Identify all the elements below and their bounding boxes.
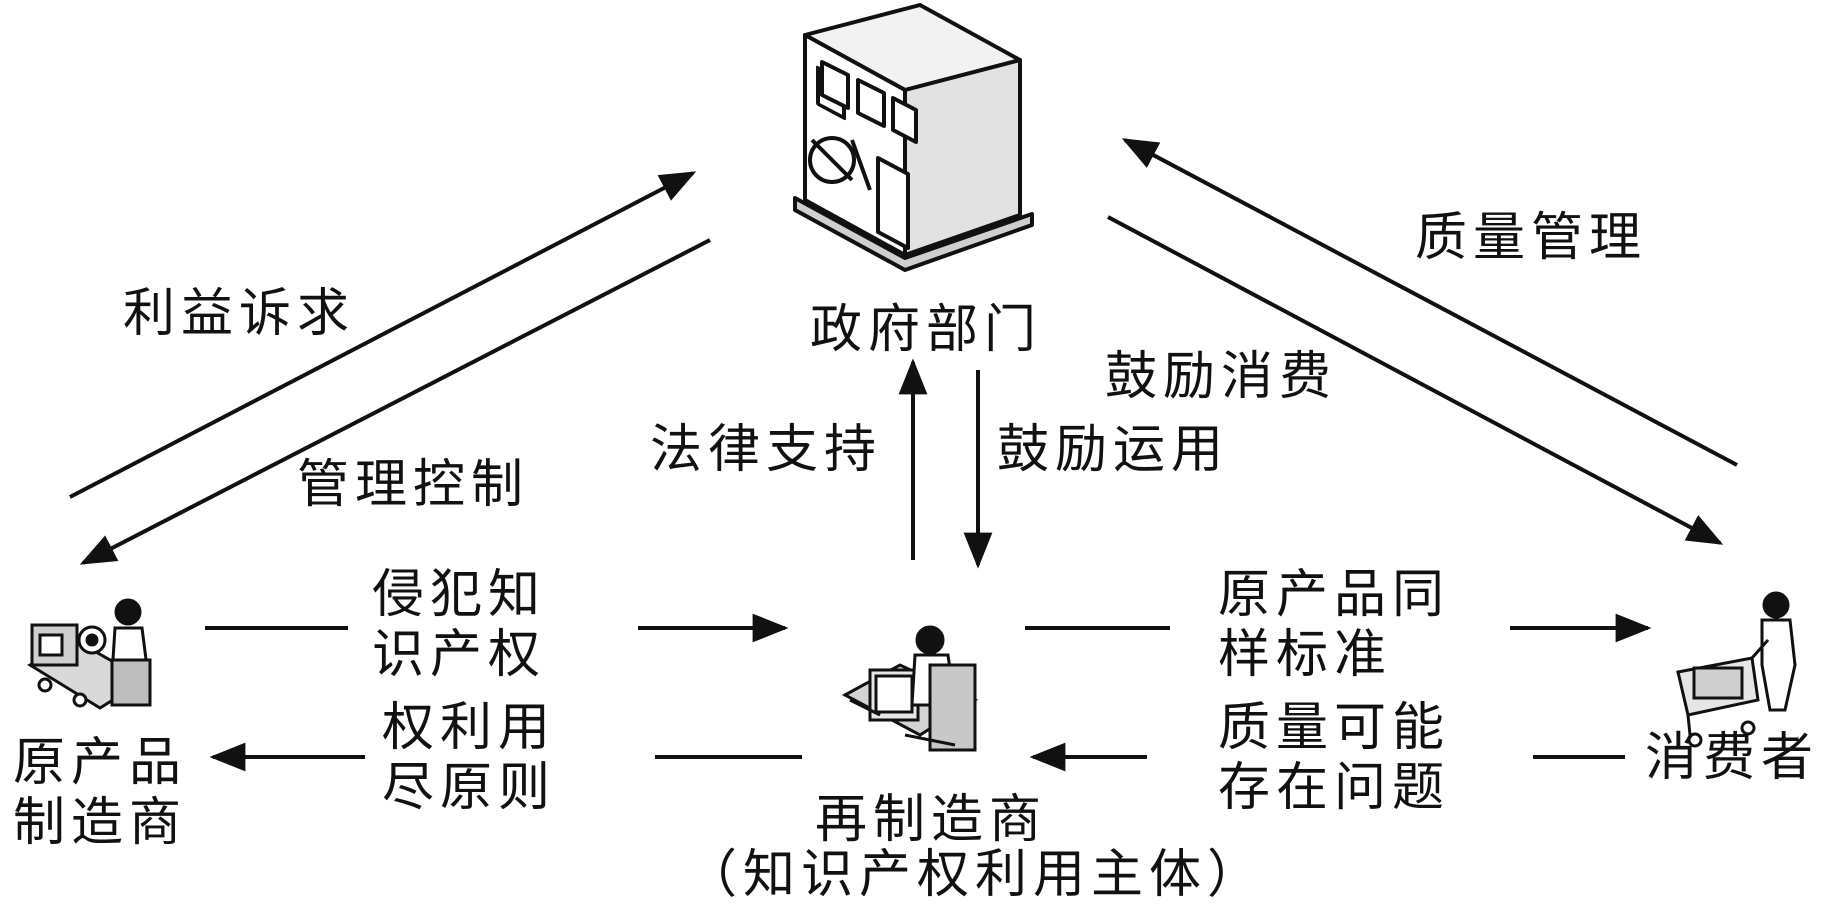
label-legal-support: 法律支持 (650, 420, 883, 480)
label-encourage-use: 鼓励运用 (997, 420, 1230, 480)
arrow-quality-management (1121, 138, 1738, 467)
node-remanufacturer-subtitle: （知识产权利用主体） (685, 845, 1266, 905)
label-ip-infringement-line1: 侵犯知 (372, 565, 547, 625)
factory-worker-icon (27, 598, 152, 710)
label-management-control: 管理控制 (297, 455, 530, 515)
label-exhaustion: 权利用 尽原则 (382, 698, 556, 818)
node-government: 政府部门 (810, 300, 1043, 360)
workstation-worker-icon (841, 625, 979, 752)
node-consumer: 消费者 (1645, 728, 1820, 788)
label-quality-management: 质量管理 (1415, 208, 1648, 268)
arrow-encourage-consumption (1107, 215, 1724, 545)
label-quality-issue-line2: 存在问题 (1218, 758, 1451, 818)
shopping-cart-person-icon (1676, 591, 1797, 748)
arrow-interest-claim (69, 171, 697, 499)
label-quality-issue-line1: 质量可能 (1218, 698, 1451, 758)
label-same-standard-line2: 样标准 (1218, 625, 1393, 685)
node-manufacturer-line2: 制造商 (12, 793, 187, 853)
label-ip-infringement-line2: 识产权 (372, 625, 547, 685)
arrow-management-control (79, 238, 711, 565)
label-interest-claim: 利益诉求 (123, 284, 356, 344)
label-exhaustion-line2: 尽原则 (382, 758, 557, 818)
node-manufacturer-line1: 原产品 (12, 733, 187, 793)
label-encourage-consumption: 鼓励消费 (1105, 347, 1338, 407)
label-ip-infringement: 侵犯知 识产权 (372, 565, 546, 685)
label-quality-issue: 质量可能 存在问题 (1218, 698, 1450, 818)
node-remanufacturer: 再制造商 (815, 790, 1048, 850)
label-same-standard-line1: 原产品同 (1218, 565, 1451, 625)
label-exhaustion-line1: 权利用 (382, 698, 557, 758)
government-building-icon (793, 3, 1034, 272)
node-manufacturer: 原产品 制造商 (0, 733, 200, 853)
label-same-standard: 原产品同 样标准 (1218, 565, 1450, 685)
